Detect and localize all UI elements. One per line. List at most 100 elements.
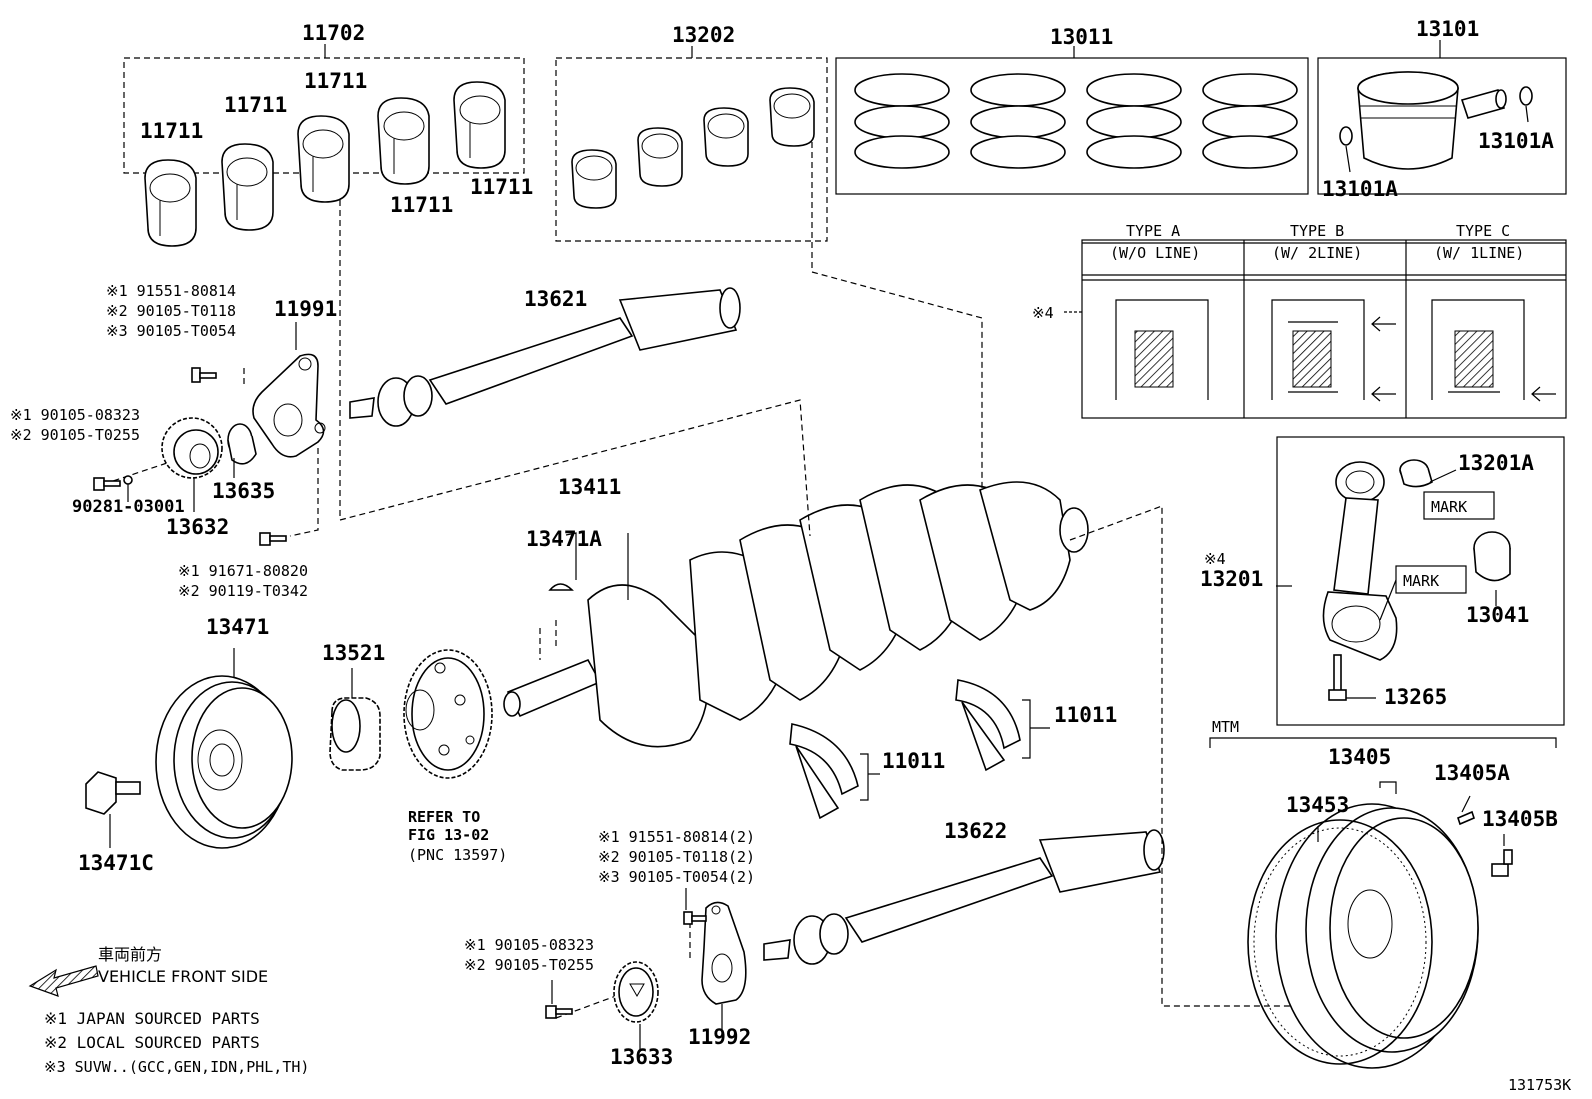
type-note-mark: ※4 [1032,304,1054,322]
piston-pin-icon[interactable] [1460,89,1507,119]
label-11711[interactable]: 11711 [470,175,533,199]
bolt-icon[interactable] [191,367,217,383]
front-label-jp: 車両前方 [98,945,162,964]
label-13041[interactable]: 13041 [1466,603,1529,627]
label-13405b[interactable]: 13405B [1482,807,1558,831]
label-13101a[interactable]: 13101A [1478,129,1554,153]
label-13622[interactable]: 13622 [944,819,1007,843]
balance-shaft-gear-2-icon[interactable] [613,961,659,1023]
timing-gear-icon[interactable] [403,649,493,779]
piston-ring-set-icon[interactable] [854,73,950,169]
bolt-callout: ※1 90105-08323 [10,406,140,424]
bolt-callout: ※1 91671-80820 [178,562,308,580]
snap-ring-icon[interactable] [1339,86,1533,146]
label-13621[interactable]: 13621 [524,287,587,311]
balance-shaft-1-icon[interactable] [349,287,741,427]
label-11711[interactable]: 11711 [224,93,287,117]
note-2: ※2 LOCAL SOURCED PARTS [44,1033,260,1052]
mark-label: MARK [1403,572,1439,590]
label-13101a[interactable]: 13101A [1322,177,1398,201]
piston-icon[interactable] [1357,71,1459,170]
main-bearing-shell-icon[interactable] [144,159,197,247]
label-13521[interactable]: 13521 [322,641,385,665]
main-bearing-shell-icon[interactable] [297,115,350,203]
type-c-desc: (W/ 1LINE) [1434,244,1524,262]
rod-bearing-pair-icon[interactable] [1473,531,1511,582]
main-bearing-shell-icon[interactable] [453,81,506,169]
rod-bearing-shell-icon[interactable] [703,107,749,167]
label-13471a[interactable]: 13471A [526,527,602,551]
rod-bearing-shell-icon[interactable] [571,149,617,209]
piston-ring-set-icon[interactable] [970,73,1066,169]
thrust-washer-icon[interactable] [789,723,859,820]
part-labels: 11702 11711 11711 11711 11711 11711 1320… [72,17,1558,1069]
main-bearing-shell-icon[interactable] [377,97,430,185]
label-13453[interactable]: 13453 [1286,793,1349,817]
crank-sprocket-icon[interactable] [329,697,381,771]
label-13635[interactable]: 13635 [212,479,275,503]
bolt-icon[interactable] [683,911,707,925]
bearing-type-table [1064,239,1567,419]
thrust-washer-icon[interactable] [955,679,1021,772]
balance-shaft-2-icon[interactable] [763,829,1165,965]
note-3: ※3 SUVW..(GCC,GEN,IDN,PHL,TH) [44,1058,309,1076]
rod-bearing-shell-icon[interactable] [637,127,683,187]
woodruff-key-icon[interactable] [548,583,574,591]
note-1: ※1 JAPAN SOURCED PARTS [44,1009,260,1028]
bolt-callout: ※3 90105-T0054 [106,322,236,340]
label-13411[interactable]: 13411 [558,475,621,499]
rod-bearing-shell-icon[interactable] [769,87,815,147]
crank-pulley-icon[interactable] [155,675,293,849]
mark-label: MARK [1431,498,1467,516]
label-13101[interactable]: 13101 [1416,17,1479,41]
label-13265[interactable]: 13265 [1384,685,1447,709]
mtm-label: MTM [1212,718,1239,736]
bolt-callout: ※1 91551-80814 [106,282,236,300]
washer-icon[interactable] [123,475,133,485]
label-11011[interactable]: 11011 [1054,703,1117,727]
flywheel-bolt-icon[interactable] [1491,849,1513,877]
ring-gear-icon[interactable] [1247,819,1433,1065]
piston-set-box [1317,57,1567,195]
type-a-name: TYPE A [1126,222,1180,240]
rod-bolt-icon[interactable] [1328,654,1347,701]
label-13633[interactable]: 13633 [610,1045,673,1069]
piston-ring-set-icon[interactable] [1202,73,1298,169]
refer-line: REFER TO [408,808,480,826]
pulley-bolt-icon[interactable] [85,771,141,815]
dowel-pin-icon[interactable] [1457,810,1475,826]
bolt-callout: ※2 90119-T0342 [178,582,308,600]
mark-box-top [1423,491,1495,520]
label-11011[interactable]: 11011 [882,749,945,773]
label-11711[interactable]: 11711 [140,119,203,143]
label-13632[interactable]: 13632 [166,515,229,539]
label-13202[interactable]: 13202 [672,23,735,47]
bolt-icon[interactable] [259,532,287,546]
crankshaft-icon[interactable] [503,481,1089,748]
spacer-collar-icon[interactable] [227,423,257,465]
connecting-rod-icon[interactable] [1322,461,1398,661]
main-bearing-shell-icon[interactable] [221,143,274,231]
balance-shaft-plate-icon[interactable] [252,353,326,458]
label-13471c[interactable]: 13471C [78,851,154,875]
label-11711[interactable]: 11711 [304,69,367,93]
balance-shaft-gear-icon[interactable] [161,417,223,479]
label-11711[interactable]: 11711 [390,193,453,217]
piston-ring-set-icon[interactable] [1086,73,1182,169]
label-11992[interactable]: 11992 [688,1025,751,1049]
label-11702[interactable]: 11702 [302,21,365,45]
flywheel-icon[interactable] [1275,803,1479,1069]
label-13405[interactable]: 13405 [1328,745,1391,769]
label-13201[interactable]: 13201 [1200,567,1263,591]
bolt-icon[interactable] [545,1005,573,1019]
rod-bushing-icon[interactable] [1399,459,1433,488]
bolt-icon[interactable] [93,477,121,491]
bolt-callout: ※2 90105-T0255 [464,956,594,974]
label-90281-03001[interactable]: 90281-03001 [72,497,185,517]
label-13471[interactable]: 13471 [206,615,269,639]
balance-shaft-plate-2-icon[interactable] [701,901,747,1005]
label-11991[interactable]: 11991 [274,297,337,321]
label-13405a[interactable]: 13405A [1434,761,1510,785]
label-13201a[interactable]: 13201A [1458,451,1534,475]
label-13011[interactable]: 13011 [1050,25,1113,49]
